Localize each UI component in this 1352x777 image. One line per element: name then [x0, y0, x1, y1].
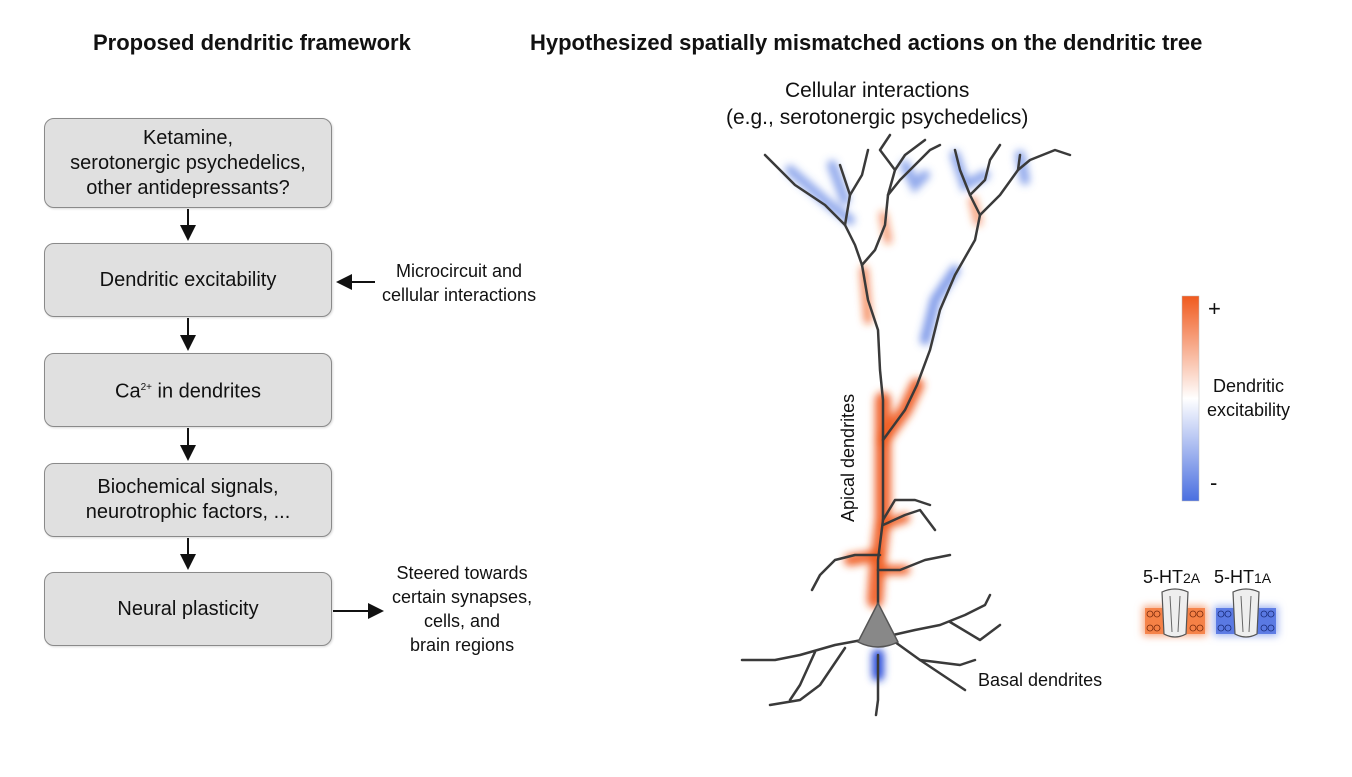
flow-box-calcium-text: Ca2+ in dendrites — [115, 375, 261, 405]
flow-box-dendritic-excitability-text: Dendritic excitability — [99, 268, 277, 291]
receptor-5ht1a-label: 5-HT1A — [1214, 567, 1271, 588]
colorbar-label: Dendritic excitability — [1207, 376, 1291, 420]
cellular-interactions-label: Cellular interactions (e.g., serotonergi… — [726, 79, 1029, 129]
calcium-charge: 2+ — [140, 382, 152, 394]
flow-box-neural-plasticity: Neural plasticity — [44, 572, 332, 646]
flow-box-neural-plasticity-text: Neural plasticity — [117, 597, 259, 620]
flow-box-biochemical: Biochemical signals, neurotrophic factor… — [44, 463, 332, 537]
receptor-5ht2a-sub: 2A — [1183, 570, 1201, 586]
flow-box-calcium: Ca2+ in dendrites — [44, 353, 332, 427]
flow-box-dendritic-excitability: Dendritic excitability — [44, 243, 332, 317]
note-microcircuit: Microcircuit and cellular interactions — [382, 261, 537, 305]
flow-arrows — [180, 209, 384, 619]
receptor-5ht2a-label: 5-HT2A — [1143, 567, 1200, 588]
receptor-5ht1a-sub: 1A — [1254, 570, 1272, 586]
right-panel-title: Hypothesized spatially mismatched action… — [530, 30, 1203, 55]
receptor-5ht2a-icon — [1143, 588, 1207, 638]
flow-box-drugs: Ketamine, serotonergic psychedelics, oth… — [44, 118, 332, 208]
apical-dendrites-label: Apical dendrites — [838, 393, 858, 522]
flow-box-drugs-text: Ketamine, serotonergic psychedelics, oth… — [70, 126, 306, 199]
flow-box-biochemical-text: Biochemical signals, neurotrophic factor… — [85, 476, 291, 523]
calcium-rest: in dendrites — [152, 380, 261, 403]
note-steered: Steered towards certain synapses, cells,… — [392, 563, 533, 655]
basal-dendrites-label: Basal dendrites — [978, 670, 1103, 690]
left-panel-title: Proposed dendritic framework — [93, 30, 411, 55]
neuron-soma — [856, 601, 900, 648]
colorbar — [1181, 295, 1200, 502]
neuron-dendrites — [740, 133, 1072, 717]
receptor-5ht1a-main: 5-HT — [1214, 567, 1254, 587]
colorbar-plus: + — [1208, 296, 1221, 321]
receptor-5ht2a-main: 5-HT — [1143, 567, 1183, 587]
colorbar-minus: - — [1210, 470, 1218, 495]
receptor-5ht1a-icon — [1214, 588, 1278, 638]
calcium-symbol: Ca — [115, 380, 141, 403]
